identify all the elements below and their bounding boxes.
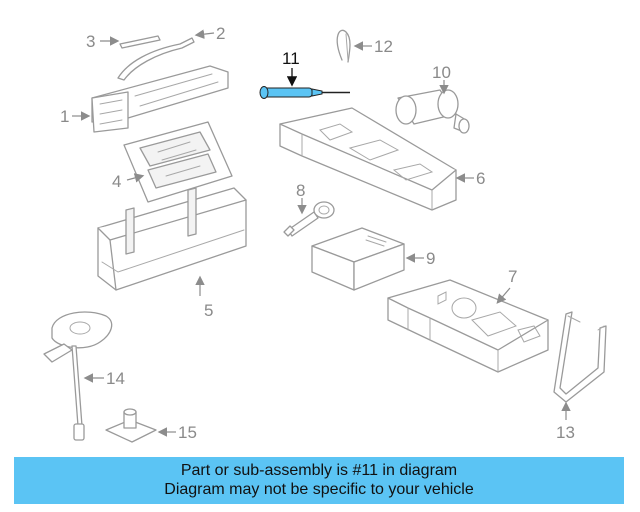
- part-11-tool-highlighted[interactable]: [259, 86, 350, 99]
- callout-11: 11: [282, 49, 300, 68]
- callout-13: 13: [556, 423, 575, 442]
- part-6-tray[interactable]: [279, 107, 457, 211]
- info-banner: Part or sub-assembly is #11 in diagram D…: [14, 457, 624, 504]
- part-14-tire-holddown[interactable]: [43, 311, 113, 441]
- callout-5: 5: [204, 301, 213, 320]
- part-4-foam-insert[interactable]: [123, 121, 233, 203]
- part-15-bracket[interactable]: [105, 408, 157, 443]
- callout-9: 9: [426, 249, 435, 268]
- part-9-pad[interactable]: [311, 227, 405, 291]
- callout-14: 14: [106, 369, 125, 388]
- callout-6: 6: [476, 169, 485, 188]
- part-12-clip[interactable]: [336, 29, 351, 63]
- banner-line-2: Diagram may not be specific to your vehi…: [164, 481, 474, 498]
- callout-10: 10: [432, 63, 451, 82]
- callout-8: 8: [296, 181, 305, 200]
- part-10-cylinder[interactable]: [395, 89, 470, 134]
- parts-diagram: 3 2 1 4 5 11 12: [43, 24, 607, 443]
- callout-1: 1: [60, 107, 69, 126]
- callout-12: 12: [374, 37, 393, 56]
- part-3-jack-handle[interactable]: [117, 35, 195, 81]
- callout-7: 7: [508, 267, 517, 286]
- part-1-jack[interactable]: [91, 65, 229, 133]
- banner-line-1: Part or sub-assembly is #11 in diagram: [180, 462, 458, 479]
- callout-15: 15: [178, 423, 197, 442]
- part-5-storage-box[interactable]: [97, 187, 247, 291]
- part-13-strap[interactable]: [553, 311, 607, 403]
- callout-2: 2: [216, 24, 225, 43]
- part-7-storage-tray[interactable]: [387, 279, 549, 373]
- callout-3: 3: [86, 32, 95, 51]
- part-8-lug-key[interactable]: [283, 201, 335, 237]
- callout-4: 4: [112, 172, 121, 191]
